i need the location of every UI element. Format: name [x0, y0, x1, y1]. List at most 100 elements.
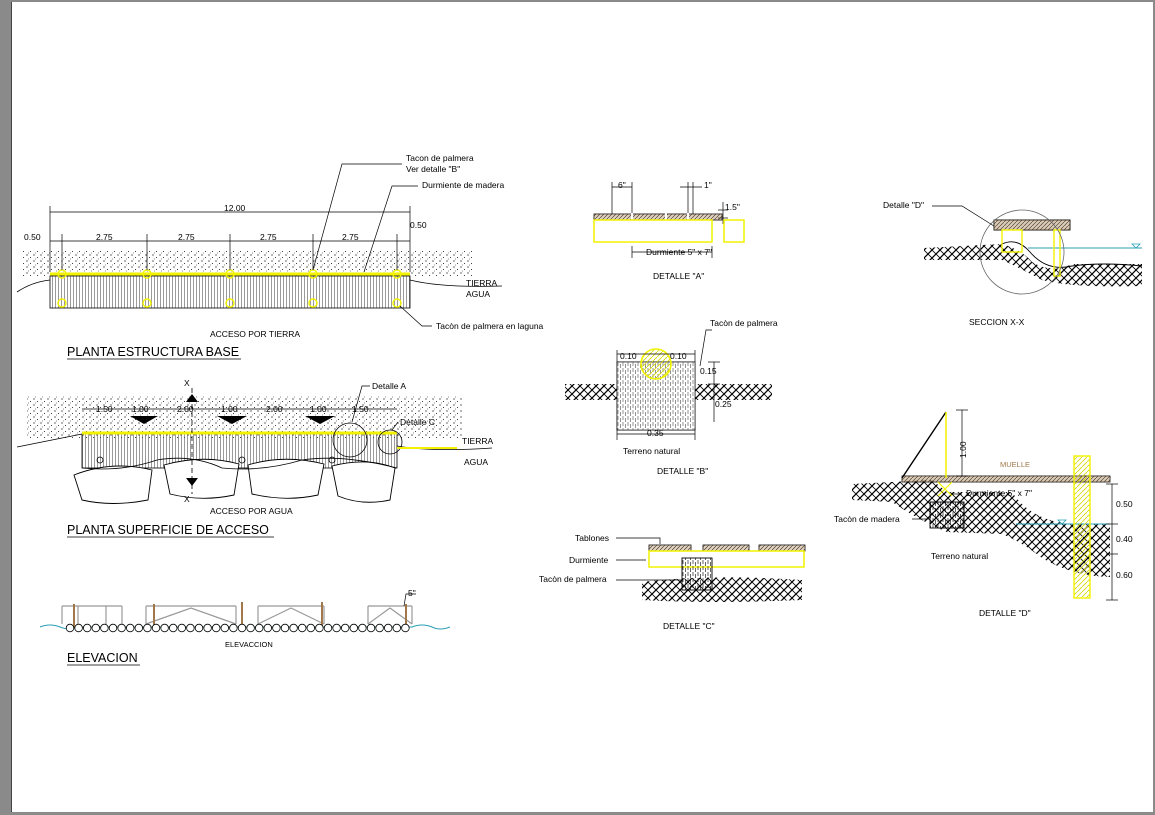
float-drum [263, 623, 272, 633]
dim-15in: 1.5" [725, 202, 740, 212]
detail-d-circle [979, 209, 1065, 295]
label-agua: AGUA [466, 289, 490, 299]
cad-drawing: 12.00 0.50 2.75 2.75 2.75 2.75 0.50 Taco… [16, 153, 1143, 666]
dim-035: 0.35 [647, 428, 664, 438]
dimension-lines [49, 206, 411, 272]
dim-seg-3: 2.00 [177, 404, 194, 414]
leader-detalle-c [391, 421, 399, 431]
dim-010-right: 0.10 [670, 351, 687, 361]
dim-seg-3: 2.75 [178, 232, 195, 242]
callout-tacon: Tacon de palmera [406, 153, 474, 163]
float-drum [323, 623, 333, 633]
float-drum [151, 623, 161, 633]
access-label: ACCESO POR TIERRA [210, 329, 300, 339]
ground-hatch [852, 480, 1110, 577]
float-drum [254, 623, 264, 633]
water-symbol [1131, 243, 1141, 249]
dim-6in: 6" [618, 180, 626, 190]
beam-mark [937, 481, 953, 497]
dim-seg-4: 2.75 [260, 232, 277, 242]
shore-line [16, 279, 503, 293]
float-drum [160, 623, 169, 633]
post-left [1001, 229, 1023, 253]
float-drum [358, 623, 367, 633]
floating-pontoons [73, 458, 396, 504]
detail-a-title: DETALLE "A" [653, 271, 704, 281]
dim-seg-2: 1.00 [132, 404, 149, 414]
ground-hatch [924, 244, 1142, 287]
float-drum [134, 623, 143, 633]
leader-5in [403, 593, 416, 607]
leader-detalle-d [932, 205, 995, 227]
float-drum [186, 623, 195, 633]
water-edge [81, 457, 398, 470]
muelle-deck [901, 475, 1111, 483]
float-drum [168, 623, 178, 633]
vegetation-area [22, 250, 472, 276]
durmiente-beam [593, 219, 713, 243]
tacon-label: Tacòn de palmera [539, 574, 607, 584]
plank-tint [594, 214, 722, 220]
terreno-label: Terreno natural [623, 446, 680, 456]
callout-ver: Ver detalle "B" [406, 164, 460, 174]
leaders [616, 537, 682, 581]
dim-total: 12.00 [224, 203, 246, 213]
float-drum [246, 623, 255, 633]
durmiente-label: Durmiente 5" x 7" [646, 247, 712, 257]
callout-laguna: Tacòn de palmera en laguna [436, 321, 544, 331]
float-drum [82, 623, 92, 633]
callout-durmiente: Durmiente de madera [422, 180, 504, 190]
beam-section [723, 219, 745, 243]
float-drum [237, 623, 247, 633]
palm-trunk [640, 348, 672, 380]
tablones-label: Tablones [575, 533, 609, 543]
float-drum [194, 623, 204, 633]
float-drum [366, 623, 376, 633]
tacon-label: Tacòn de madera [834, 514, 900, 524]
posts [73, 602, 407, 628]
dimension-lines [616, 350, 720, 440]
plan-base-title: PLANTA ESTRUCTURA BASE [67, 345, 239, 359]
dim-100: 1.00 [958, 441, 968, 458]
dim-seg-1: 0.50 [24, 232, 41, 242]
elevation-label: ELEVACCION [225, 640, 273, 649]
callout-detalle-c: Detalle C [400, 417, 435, 427]
detalle-d-callout: Detalle "D" [883, 200, 924, 210]
deck-structure [49, 275, 411, 309]
muelle-tint [902, 476, 1110, 482]
float-drum [315, 623, 324, 633]
durmiente-beam [648, 550, 805, 568]
plan-base: 12.00 0.50 2.75 2.75 2.75 2.75 0.50 Taco… [16, 153, 544, 360]
deck-tint [994, 220, 1070, 230]
drawing-sheet: 12.00 0.50 2.75 2.75 2.75 2.75 0.50 Taco… [11, 2, 1153, 812]
elevation-title: ELEVACION [67, 651, 138, 665]
detail-b-title: DETALLE "B" [657, 466, 708, 476]
dim-050: 0.50 [1116, 499, 1133, 509]
palm-post [681, 557, 713, 591]
dim-seg-5: 2.00 [266, 404, 283, 414]
deep-post [1073, 455, 1091, 599]
detail-c-title: DETALLE "C" [663, 621, 715, 631]
float-drum [298, 623, 307, 633]
plan-surface-title: PLANTA SUPERFICIE DE ACCESO [67, 523, 269, 537]
float-drum [177, 623, 186, 633]
float-drum [65, 623, 75, 633]
float-drum [375, 623, 384, 633]
float-drum [211, 623, 221, 633]
tacon-madera [929, 501, 965, 529]
railing-brace [901, 411, 947, 479]
muelle-label: MUELLE [1000, 460, 1030, 469]
float-drum [384, 623, 393, 633]
detail-c: Tablones Durmiente Tacòn de palmera DETA… [539, 533, 806, 631]
dim-seg-4: 1.00 [221, 404, 238, 414]
leader-tacon [312, 163, 402, 271]
terrain-line [1001, 241, 1143, 268]
float-drum [100, 623, 109, 633]
float-drum [117, 623, 126, 633]
leader-laguna [399, 305, 432, 327]
dim-015: 0.15 [700, 366, 717, 376]
section-xx-title: SECCION X-X [969, 317, 1025, 327]
deck-section [993, 219, 1071, 231]
label-agua: AGUA [464, 457, 488, 467]
dim-seg-7: 1.50 [352, 404, 369, 414]
